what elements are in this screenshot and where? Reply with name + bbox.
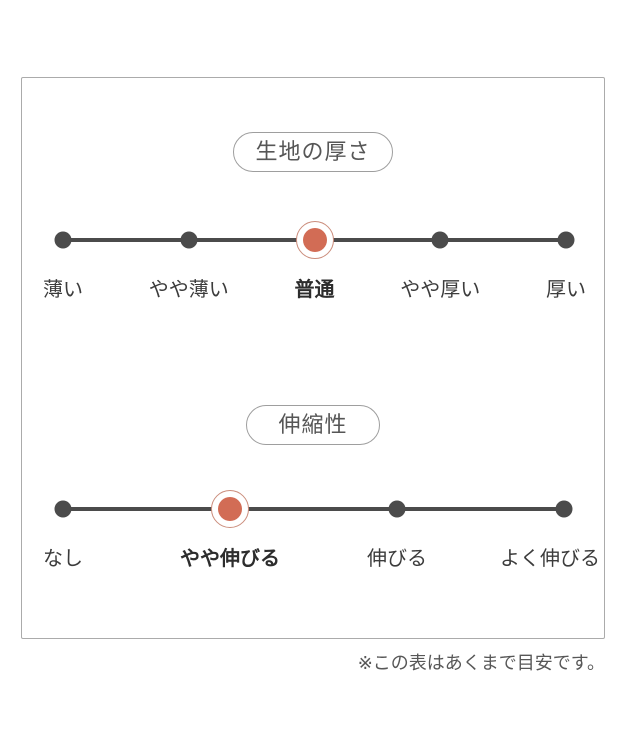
stretch-title-badge: 伸縮性: [246, 405, 380, 445]
thickness-title-badge: 生地の厚さ: [233, 132, 393, 172]
scale-label-selected: 普通: [294, 279, 335, 301]
level-dot: [557, 231, 575, 249]
level-dot: [431, 231, 449, 249]
scale-label-selected: やや伸びる: [180, 548, 280, 570]
spec-box: 生地の厚さ 薄い やや薄い 普通 やや厚い 厚い 伸縮性 なし やや伸びる 伸びる よく伸びる: [21, 77, 605, 639]
level-dot: [54, 231, 72, 249]
thickness-scale: [54, 220, 575, 260]
stretch-scale-line: [63, 507, 564, 511]
level-dot: [180, 231, 198, 249]
selected-level-dot: [302, 228, 327, 252]
disclaimer-note: ※この表はあくまで目安です。: [357, 653, 605, 673]
selected-level-dot: [218, 497, 242, 521]
scale-label: やや薄い: [148, 279, 229, 301]
stretch-scale: [54, 489, 573, 529]
scale-label: やや厚い: [400, 279, 481, 301]
scale-label: なし: [43, 548, 83, 570]
level-dot: [388, 500, 406, 518]
level-dot: [555, 500, 573, 518]
scale-label: 伸びる: [367, 548, 427, 570]
scale-label: 薄い: [43, 279, 83, 301]
stretch-title-row: 伸縮性: [22, 405, 604, 445]
scale-label: よく伸びる: [500, 548, 600, 570]
thickness-title-row: 生地の厚さ: [22, 132, 604, 172]
scale-label: 厚い: [546, 279, 586, 301]
thickness-scale-labels: 薄い やや薄い 普通 やや厚い 厚い: [43, 276, 586, 304]
level-dot: [54, 500, 72, 518]
stretch-scale-labels: なし やや伸びる 伸びる よく伸びる: [43, 545, 600, 573]
